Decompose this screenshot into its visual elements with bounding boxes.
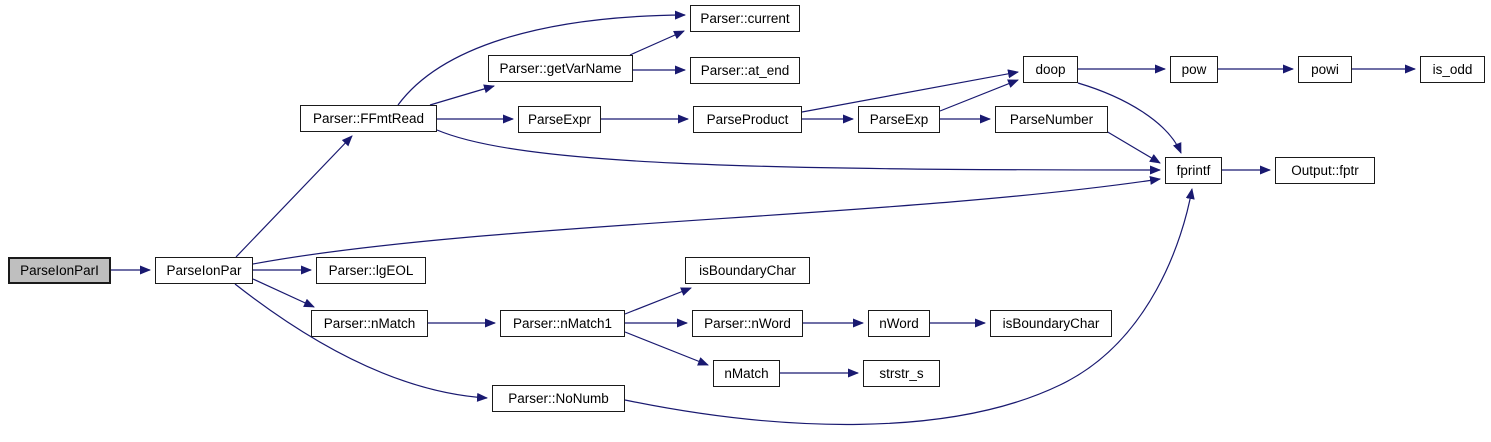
node-getvarname[interactable]: Parser::getVarName <box>488 55 633 82</box>
edge-parse-product-to-doop <box>801 69 1019 113</box>
edge-nmatch1-to-nmatch-global <box>624 331 709 366</box>
node-label: Parser::lgEOL <box>328 262 414 278</box>
node-parse-product[interactable]: ParseProduct <box>693 106 802 133</box>
edge-parse-ion-par-to-fprintf <box>252 176 1161 265</box>
node-label: Parser::getVarName <box>499 60 622 76</box>
node-label: Parser::FFmtRead <box>312 110 425 126</box>
node-parse-ion-par[interactable]: ParseIonPar <box>155 257 253 284</box>
node-label: ParseNumber <box>1009 111 1094 127</box>
node-label: isBoundaryChar <box>1002 315 1100 331</box>
node-label: doop <box>1035 61 1066 77</box>
node-label: Parser::nMatch <box>323 315 416 331</box>
edge-ffmtread-to-fprintf <box>436 129 1161 175</box>
edge-getvarname-to-current <box>629 30 685 56</box>
edge-parse-ion-par-to-nonumb <box>234 283 488 402</box>
edge-parse-exp-to-doop <box>939 79 1019 112</box>
node-pow[interactable]: pow <box>1170 56 1218 83</box>
node-isboundarychar-1[interactable]: isBoundaryChar <box>685 257 810 284</box>
node-parser-nmatch[interactable]: Parser::nMatch <box>311 310 428 337</box>
edge-ffmtread-to-current <box>397 10 686 106</box>
edges-group <box>111 10 1416 426</box>
node-label: Parser::at_end <box>700 62 790 78</box>
node-parse-expr[interactable]: ParseExpr <box>518 106 601 133</box>
edge-nmatch1-to-isboundarychar-1 <box>624 287 692 315</box>
node-nmatch1[interactable]: Parser::nMatch1 <box>500 310 625 337</box>
node-ffmtread[interactable]: Parser::FFmtRead <box>300 105 437 132</box>
node-label: Output::fptr <box>1291 162 1359 178</box>
node-label: powi <box>1311 61 1339 77</box>
node-label: ParseProduct <box>706 111 789 127</box>
node-current[interactable]: Parser::current <box>690 5 800 32</box>
node-label: pow <box>1181 61 1207 77</box>
node-label: ParseIonParI <box>20 262 99 278</box>
node-label: ParseExpr <box>527 111 592 127</box>
node-nonumb[interactable]: Parser::NoNumb <box>492 385 625 412</box>
node-parser-nword[interactable]: Parser::nWord <box>692 310 803 337</box>
node-at-end[interactable]: Parser::at_end <box>690 57 800 84</box>
node-label: is_odd <box>1432 61 1473 77</box>
node-nword-global[interactable]: nWord <box>868 310 930 337</box>
node-doop[interactable]: doop <box>1023 56 1078 83</box>
node-fprintf[interactable]: fprintf <box>1165 157 1222 184</box>
node-label: nWord <box>879 315 919 331</box>
node-label: nMatch <box>724 365 769 381</box>
edge-parse-number-to-fprintf <box>1105 130 1161 164</box>
node-label: ParseIonPar <box>166 262 242 278</box>
node-label: fprintf <box>1176 162 1211 178</box>
node-label: Parser::nMatch1 <box>512 315 613 331</box>
node-output-fptr[interactable]: Output::fptr <box>1275 157 1375 184</box>
node-label: Parser::nWord <box>704 315 791 331</box>
node-parse-number[interactable]: ParseNumber <box>995 106 1108 133</box>
node-nmatch-global[interactable]: nMatch <box>713 360 780 387</box>
node-powi[interactable]: powi <box>1298 56 1352 83</box>
node-label: Parser::current <box>700 10 790 26</box>
node-label: strstr_s <box>879 365 924 381</box>
edge-nonumb-to-fprintf <box>624 188 1195 426</box>
edge-parse-ion-par-to-ffmtread <box>235 135 353 258</box>
node-is-odd[interactable]: is_odd <box>1420 56 1485 83</box>
edge-parse-ion-par-to-parser-nmatch <box>252 278 315 308</box>
node-label: ParseExp <box>869 111 929 127</box>
edge-doop-to-fprintf <box>1077 82 1182 154</box>
node-strstr-s[interactable]: strstr_s <box>863 360 940 387</box>
node-isboundarychar-2[interactable]: isBoundaryChar <box>990 310 1112 337</box>
node-label: Parser::NoNumb <box>508 390 609 406</box>
node-parse-exp[interactable]: ParseExp <box>858 106 940 133</box>
node-label: isBoundaryChar <box>699 262 796 278</box>
edge-ffmtread-to-getvarname <box>429 84 495 106</box>
node-lgeol[interactable]: Parser::lgEOL <box>316 257 426 284</box>
node-parse-ion-par-i[interactable]: ParseIonParI <box>8 257 111 284</box>
